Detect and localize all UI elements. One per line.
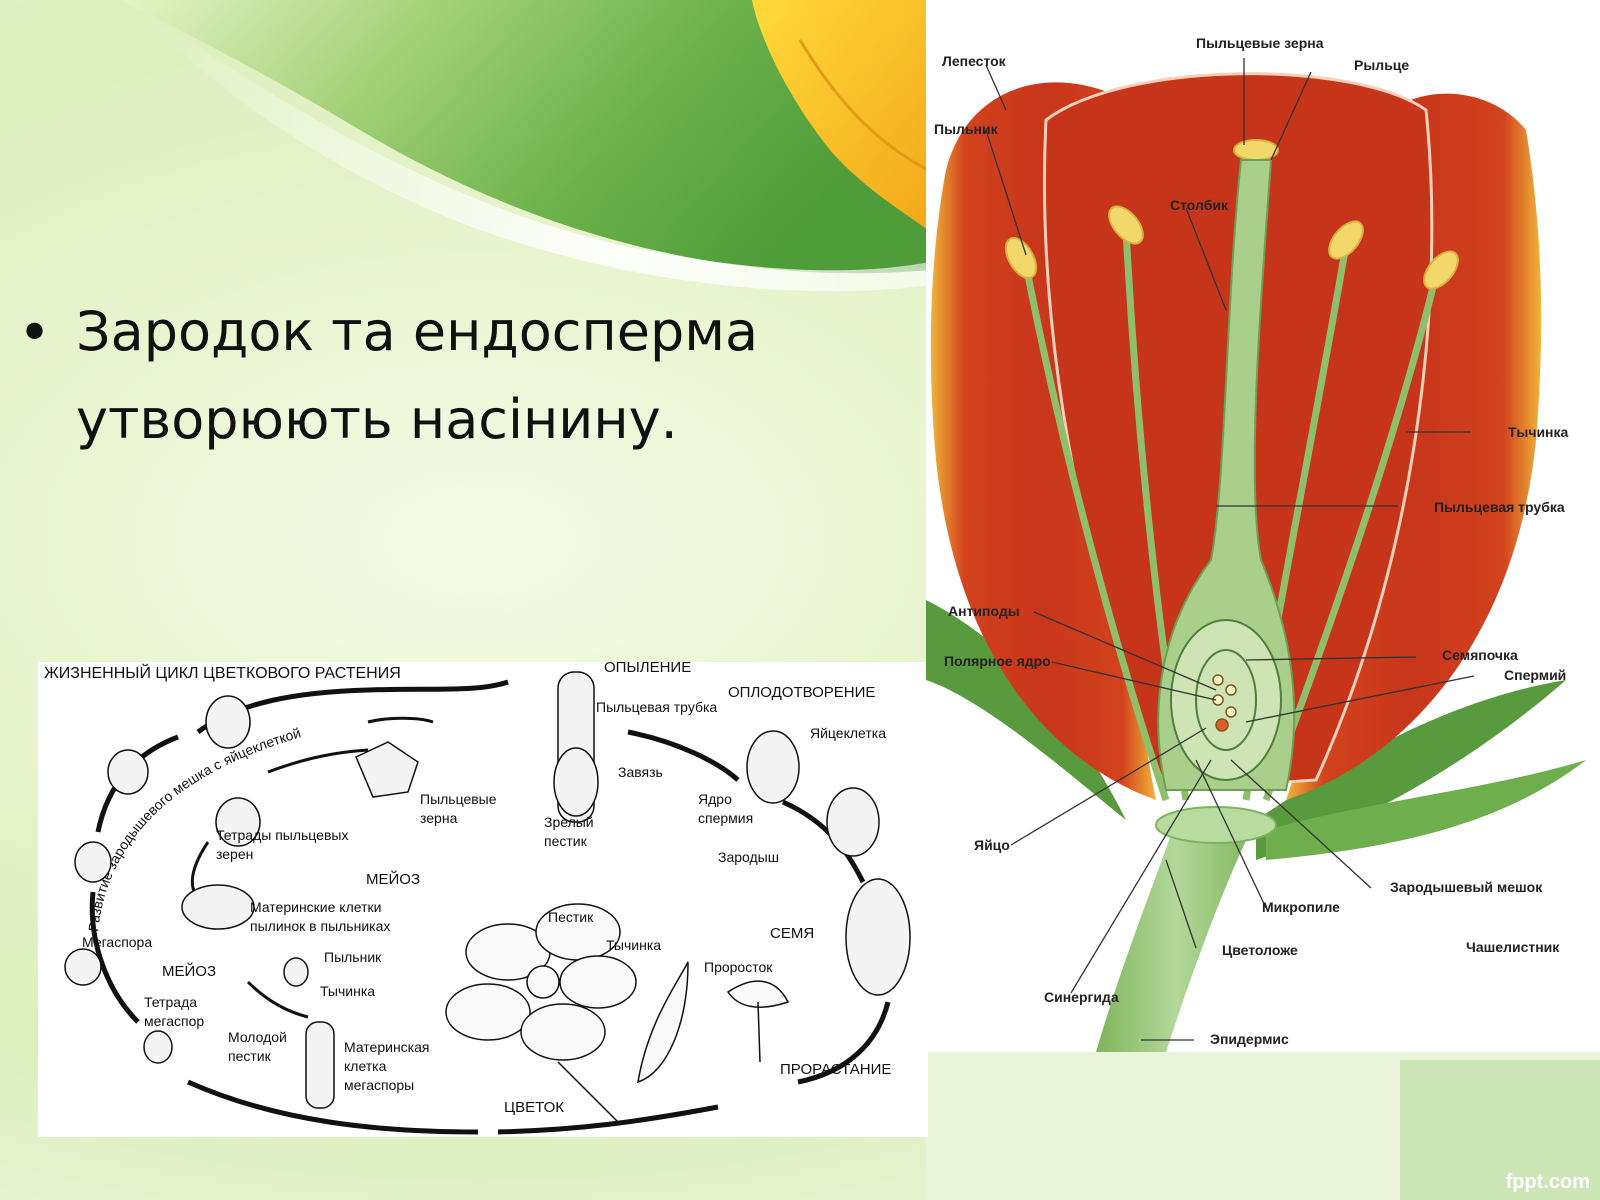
label-stamen-2: Тычинка	[606, 937, 661, 953]
stage-seed: СЕМЯ	[770, 925, 814, 942]
flabel-egg: Яйцо	[974, 837, 1010, 853]
flabel-ovule: Семяпочка	[1442, 647, 1518, 663]
label-tetrad-1: Тетрада	[144, 994, 197, 1010]
flabel-style: Столбик	[1170, 197, 1229, 213]
stem	[1096, 820, 1256, 1052]
label-young-pistil-2: пестик	[228, 1048, 272, 1064]
left-leaf	[926, 600, 1126, 820]
leader-lines	[985, 58, 1475, 1041]
label-pollen-grains-2: зерна	[420, 810, 458, 826]
flabel-sperm: Спермий	[1504, 667, 1566, 683]
label-mega-mother-2: клетка	[344, 1058, 387, 1074]
pistil-shape	[1157, 159, 1296, 791]
label-egg-cell: Яйцеклетка	[810, 725, 886, 741]
receptacle-shape	[1155, 806, 1277, 844]
stage-meiosis-2: МЕЙОЗ	[162, 962, 216, 980]
lifecycle-diagram: ЖИЗНЕННЫЙ ЦИКЛ ЦВЕТКОВОГО РАСТЕНИЯ Разви…	[38, 662, 928, 1137]
ovule-shape	[1170, 619, 1282, 781]
flabel-antipodes: Антиподы	[948, 603, 1020, 619]
label-pollen-grains-1: Пыльцевые	[420, 791, 497, 807]
stage-germination: ПРОРАСТАНИЕ	[780, 1061, 891, 1078]
flabel-receptacle: Цветоложе	[1222, 942, 1298, 958]
label-pollen-tetrads-2: зерен	[216, 846, 253, 862]
stage-sketches	[64, 671, 911, 1109]
flabel-embryo-sac: Зародышевый мешок	[1390, 879, 1543, 895]
flabel-stigma: Рыльце	[1354, 57, 1409, 73]
bullet-dot-icon: •	[18, 301, 52, 366]
flabel-polar-nucleus: Полярное ядро	[944, 653, 1051, 669]
stage-fertilization: ОПЛОДОТВОРЕНИЕ	[728, 684, 875, 701]
flower-labels: Лепесток Пыльцевые зерна Рыльце Пыльник …	[934, 35, 1569, 1047]
label-embryo: Зародыш	[718, 849, 779, 865]
bullet-line-1: Зародок та ендосперма	[76, 300, 759, 363]
flower-sketch	[445, 903, 790, 1123]
embryo-sac-shape	[1195, 649, 1257, 751]
flower-cross-section: Лепесток Пыльцевые зерна Рыльце Пыльник …	[926, 0, 1600, 1052]
flabel-pollen-tube: Пыльцевая трубка	[1434, 499, 1565, 515]
label-mega-mother-1: Материнская	[344, 1039, 429, 1055]
stage-flower: ЦВЕТОК	[504, 1099, 564, 1116]
label-sperm-nucleus-2: спермия	[698, 810, 753, 826]
lifecycle-title: ЖИЗНЕННЫЙ ЦИКЛ ЦВЕТКОВОГО РАСТЕНИЯ	[44, 663, 401, 682]
sepal-shape	[1266, 760, 1586, 860]
flabel-micropyle: Микропиле	[1262, 899, 1340, 915]
bullet-text: Зародок та ендосперма утворюють насінину…	[76, 288, 758, 464]
label-pollen-tetrads-1: Тетрады пыльцевых	[216, 827, 348, 843]
label-sprout: Проросток	[704, 959, 773, 975]
nuclei	[1212, 674, 1237, 732]
label-mature-pistil-2: пестик	[544, 833, 588, 849]
flabel-sepal: Чашелистник	[1466, 939, 1560, 955]
lifecycle-labels: Пыльцевая трубка Завязь Зрелый пестик Яй…	[82, 699, 886, 1093]
label-mega-mother-3: мегаспоры	[344, 1077, 414, 1093]
stage-pollination: ОПЫЛЕНИЕ	[604, 662, 691, 676]
label-mother-cells-2: пылинок в пыльниках	[250, 918, 390, 934]
label-sperm-nucleus-1: Ядро	[698, 791, 732, 807]
label-pollen-tube: Пыльцевая трубка	[596, 699, 717, 715]
brand-logo: fppt.com	[1505, 1171, 1590, 1193]
flabel-synergid: Синергида	[1044, 989, 1119, 1005]
flabel-pollen-grains: Пыльцевые зерна	[1196, 35, 1324, 51]
label-mother-cells-1: Материнские клетки	[250, 899, 381, 915]
bullet-line-2: утворюють насінину.	[76, 388, 678, 451]
label-anther: Пыльник	[324, 949, 382, 965]
label-young-pistil-1: Молодой	[228, 1029, 287, 1045]
label-tetrad-2: мегаспор	[144, 1013, 204, 1029]
stage-meiosis-1: МЕЙОЗ	[366, 870, 420, 888]
label-mature-pistil-1: Зрелый	[544, 814, 594, 830]
label-stamen: Тычинка	[320, 983, 375, 999]
flabel-stamen: Тычинка	[1508, 424, 1569, 440]
flabel-petal: Лепесток	[942, 53, 1007, 69]
label-ovary: Завязь	[618, 764, 663, 780]
flabel-anther: Пыльник	[934, 121, 999, 137]
label-pistil: Пестик	[548, 909, 594, 925]
label-megaspore: Мегаспора	[82, 934, 152, 950]
flabel-epidermis: Эпидермис	[1210, 1031, 1289, 1047]
anthers	[1004, 139, 1459, 290]
